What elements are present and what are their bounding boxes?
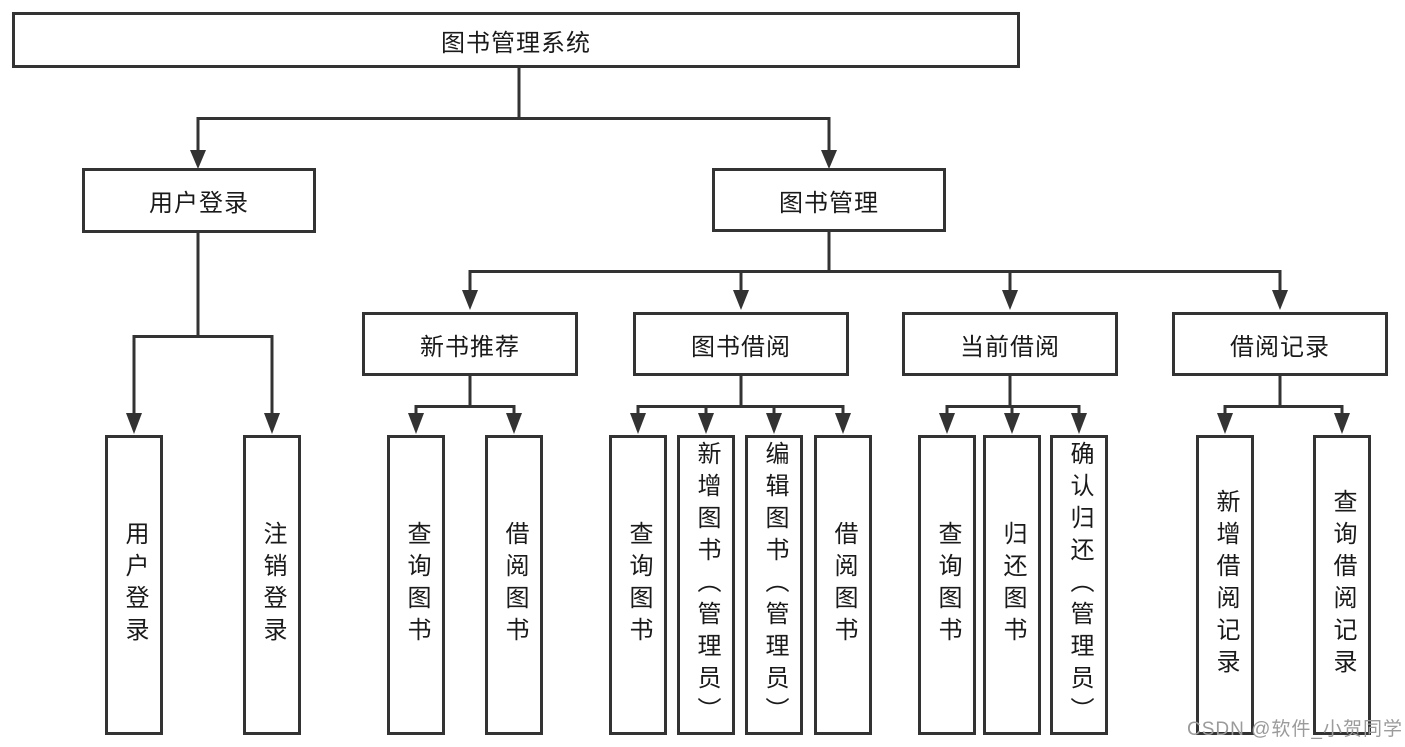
arrowhead-icon	[766, 413, 782, 434]
arrowhead-icon	[1217, 413, 1233, 434]
arrowhead-icon	[1004, 413, 1020, 434]
node-library-management-system: 图书管理系统	[12, 12, 1020, 68]
node-label: 新增借阅记录	[1212, 489, 1239, 681]
arrowhead-icon	[698, 413, 714, 434]
node-current-borrowing: 当前借阅	[902, 312, 1118, 376]
node-leaf-borrow-books-newbook: 借阅图书	[485, 435, 543, 735]
arrowhead-icon	[1334, 413, 1350, 434]
node-label: 查询图书	[403, 521, 430, 649]
node-label: 新书推荐	[420, 333, 520, 361]
arrowhead-icon	[126, 413, 142, 434]
node-leaf-query-borrow-record: 查询借阅记录	[1313, 435, 1371, 735]
node-user-login: 用户登录	[82, 168, 316, 233]
node-label: 图书借阅	[691, 333, 791, 361]
node-leaf-confirm-return-admin: 确认归还（管理员）	[1050, 435, 1108, 735]
node-book-management: 图书管理	[712, 168, 946, 232]
arrowhead-icon	[630, 413, 646, 434]
arrowhead-icon	[462, 290, 478, 310]
csdn-watermark: CSDN @软件_小贺同学	[1187, 719, 1403, 740]
node-label: 归还图书	[999, 521, 1026, 649]
node-label: 用户登录	[149, 190, 249, 217]
node-label: 图书管理系统	[441, 29, 591, 57]
arrowhead-icon	[1272, 290, 1288, 310]
node-leaf-user-login: 用户登录	[105, 435, 163, 735]
arrowhead-icon	[1002, 290, 1018, 310]
node-label: 用户登录	[121, 521, 148, 649]
node-label: 借阅图书	[501, 521, 528, 649]
node-label: 查询借阅记录	[1329, 489, 1356, 681]
arrowhead-icon	[506, 413, 522, 434]
node-leaf-query-books-current: 查询图书	[918, 435, 976, 735]
arrowhead-icon	[190, 150, 206, 169]
node-label: 图书管理	[779, 189, 879, 217]
node-leaf-borrow-books-borrowing: 借阅图书	[814, 435, 872, 735]
node-leaf-return-books: 归还图书	[983, 435, 1041, 735]
node-leaf-edit-books-admin: 编辑图书（管理员）	[745, 435, 803, 735]
node-label: 新增图书（管理员）	[693, 441, 720, 729]
arrowhead-icon	[264, 413, 280, 434]
node-label: 借阅图书	[830, 521, 857, 649]
node-leaf-query-books-newbook: 查询图书	[387, 435, 445, 735]
arrowhead-icon	[835, 413, 851, 434]
node-book-borrowing: 图书借阅	[633, 312, 849, 376]
node-label: 查询图书	[934, 521, 961, 649]
node-label: 当前借阅	[960, 333, 1060, 361]
node-label: 借阅记录	[1230, 333, 1330, 361]
node-label: 编辑图书（管理员）	[761, 441, 788, 729]
node-label: 查询图书	[625, 521, 652, 649]
node-leaf-add-borrow-record: 新增借阅记录	[1196, 435, 1254, 735]
node-label: 注销登录	[259, 521, 286, 649]
arrowhead-icon	[733, 290, 749, 310]
arrowhead-icon	[939, 413, 955, 434]
node-leaf-query-books-borrowing: 查询图书	[609, 435, 667, 735]
node-label: 确认归还（管理员）	[1066, 441, 1093, 729]
arrowhead-icon	[821, 150, 837, 169]
node-borrowing-records: 借阅记录	[1172, 312, 1388, 376]
arrowhead-icon	[408, 413, 424, 434]
arrowhead-icon	[1071, 413, 1087, 434]
node-leaf-logout: 注销登录	[243, 435, 301, 735]
node-new-book-recommendation: 新书推荐	[362, 312, 578, 376]
node-leaf-add-books-admin: 新增图书（管理员）	[677, 435, 735, 735]
